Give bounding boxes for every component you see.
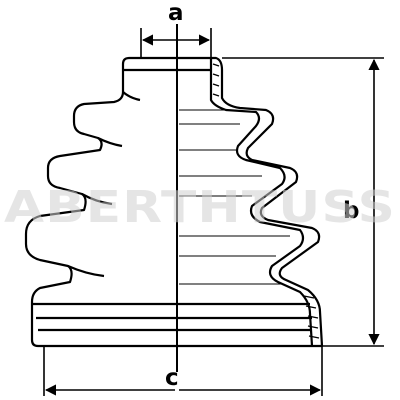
section-hatching	[212, 63, 320, 339]
dimension-c	[43, 346, 323, 396]
boot-section-outline	[177, 56, 324, 348]
dimension-c-label: c	[165, 365, 179, 391]
boot-outer-outline	[24, 56, 177, 348]
dimension-b	[222, 57, 384, 347]
dimension-a-label: a	[168, 0, 184, 26]
section-interior-lines	[179, 109, 290, 285]
watermark-text: ABERTHTUSS	[4, 182, 396, 233]
dimension-a	[140, 28, 212, 58]
dimension-b-label: b	[343, 198, 359, 224]
